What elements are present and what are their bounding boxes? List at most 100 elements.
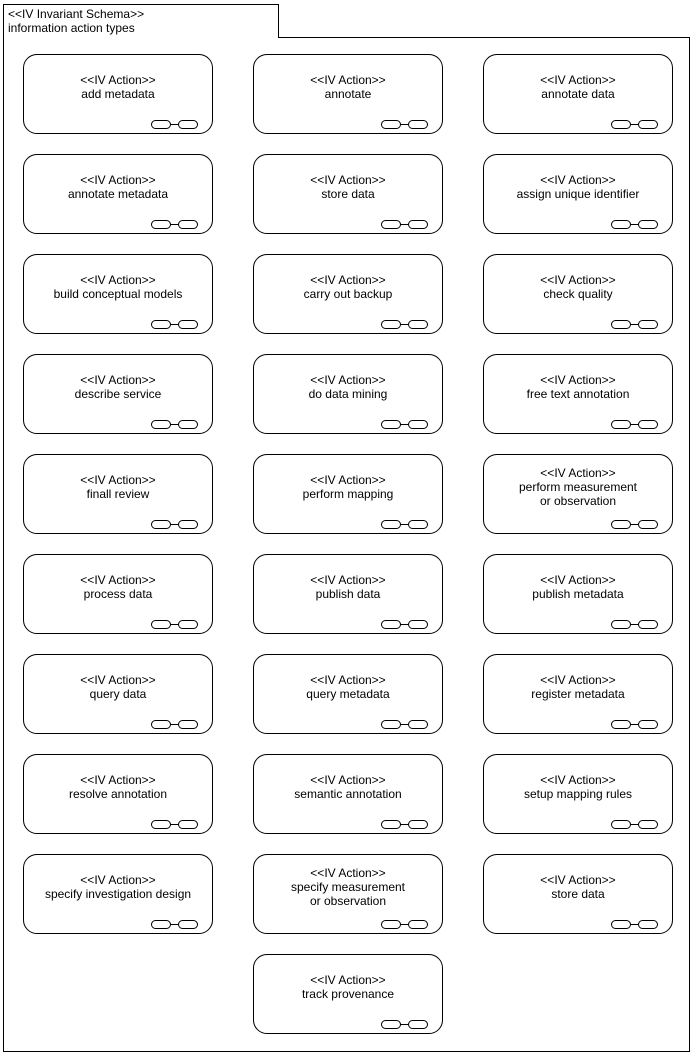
action-node[interactable]: <<IV Action>>store data: [483, 854, 673, 934]
action-node[interactable]: <<IV Action>>annotate metadata: [23, 154, 213, 234]
action-node[interactable]: <<IV Action>>assign unique identifier: [483, 154, 673, 234]
action-name: publish metadata: [532, 587, 624, 601]
action-node[interactable]: <<IV Action>>publish metadata: [483, 554, 673, 634]
action-name: query data: [89, 687, 147, 701]
action-name: query metadata: [306, 687, 390, 701]
action-node[interactable]: <<IV Action>>specify investigation desig…: [23, 854, 213, 934]
action-stereotype: <<IV Action>>: [310, 173, 386, 187]
action-name: process data: [83, 587, 153, 601]
action-name: register metadata: [531, 687, 625, 701]
action-node[interactable]: <<IV Action>>finall review: [23, 454, 213, 534]
composite-action-icon: [611, 220, 658, 229]
composite-action-icon: [381, 520, 428, 529]
action-stereotype: <<IV Action>>: [80, 873, 156, 887]
action-node[interactable]: <<IV Action>>query metadata: [253, 654, 443, 734]
action-name: store data: [321, 187, 375, 201]
composite-action-icon: [151, 520, 198, 529]
action-node[interactable]: <<IV Action>>do data mining: [253, 354, 443, 434]
composite-action-icon: [611, 820, 658, 829]
action-stereotype: <<IV Action>>: [80, 773, 156, 787]
composite-action-icon: [611, 520, 658, 529]
composite-action-icon: [151, 820, 198, 829]
action-stereotype: <<IV Action>>: [310, 673, 386, 687]
action-name: add metadata: [81, 87, 155, 101]
schema-header[interactable]: <<IV Invariant Schema>> information acti…: [3, 4, 279, 38]
action-name: semantic annotation: [294, 787, 402, 801]
action-node[interactable]: <<IV Action>>free text annotation: [483, 354, 673, 434]
action-stereotype: <<IV Action>>: [80, 73, 156, 87]
action-node[interactable]: <<IV Action>>carry out backup: [253, 254, 443, 334]
action-stereotype: <<IV Action>>: [80, 173, 156, 187]
action-name: carry out backup: [303, 287, 393, 301]
action-node[interactable]: <<IV Action>>store data: [253, 154, 443, 234]
action-stereotype: <<IV Action>>: [540, 73, 616, 87]
action-node[interactable]: <<IV Action>>setup mapping rules: [483, 754, 673, 834]
action-name: resolve annotation: [68, 787, 168, 801]
composite-action-icon: [381, 420, 428, 429]
action-stereotype: <<IV Action>>: [310, 773, 386, 787]
composite-action-icon: [611, 420, 658, 429]
composite-action-icon: [151, 920, 198, 929]
action-stereotype: <<IV Action>>: [310, 73, 386, 87]
action-name: assign unique identifier: [516, 187, 640, 201]
action-stereotype: <<IV Action>>: [80, 473, 156, 487]
action-node[interactable]: <<IV Action>>add metadata: [23, 54, 213, 134]
action-stereotype: <<IV Action>>: [310, 573, 386, 587]
action-node[interactable]: <<IV Action>>query data: [23, 654, 213, 734]
action-node[interactable]: <<IV Action>>annotate: [253, 54, 443, 134]
composite-action-icon: [381, 720, 428, 729]
composite-action-icon: [151, 320, 198, 329]
action-name: check quality: [543, 287, 613, 301]
action-name: publish data: [315, 587, 381, 601]
action-node[interactable]: <<IV Action>>perform measurement or obse…: [483, 454, 673, 534]
composite-action-icon: [151, 120, 198, 129]
action-stereotype: <<IV Action>>: [310, 866, 386, 880]
action-node[interactable]: <<IV Action>>describe service: [23, 354, 213, 434]
action-stereotype: <<IV Action>>: [310, 373, 386, 387]
action-node[interactable]: <<IV Action>>resolve annotation: [23, 754, 213, 834]
action-stereotype: <<IV Action>>: [80, 673, 156, 687]
action-stereotype: <<IV Action>>: [80, 573, 156, 587]
action-node[interactable]: <<IV Action>>build conceptual models: [23, 254, 213, 334]
composite-action-icon: [611, 620, 658, 629]
action-name: specify investigation design: [44, 887, 192, 901]
action-node[interactable]: <<IV Action>>specify measurement or obse…: [253, 854, 443, 934]
action-node[interactable]: <<IV Action>>perform mapping: [253, 454, 443, 534]
schema-name: information action types: [8, 21, 135, 35]
composite-action-icon: [381, 320, 428, 329]
composite-action-icon: [611, 920, 658, 929]
action-stereotype: <<IV Action>>: [540, 373, 616, 387]
action-stereotype: <<IV Action>>: [310, 273, 386, 287]
action-node[interactable]: <<IV Action>>publish data: [253, 554, 443, 634]
action-name: store data: [551, 887, 605, 901]
action-name: perform mapping: [302, 487, 394, 501]
action-name: setup mapping rules: [523, 787, 633, 801]
action-name: track provenance: [301, 987, 395, 1001]
action-node[interactable]: <<IV Action>>track provenance: [253, 954, 443, 1034]
action-node[interactable]: <<IV Action>>process data: [23, 554, 213, 634]
action-stereotype: <<IV Action>>: [80, 273, 156, 287]
composite-action-icon: [151, 720, 198, 729]
action-stereotype: <<IV Action>>: [540, 273, 616, 287]
action-node[interactable]: <<IV Action>>check quality: [483, 254, 673, 334]
schema-stereotype: <<IV Invariant Schema>>: [8, 7, 145, 21]
composite-action-icon: [151, 220, 198, 229]
action-stereotype: <<IV Action>>: [540, 773, 616, 787]
composite-action-icon: [381, 820, 428, 829]
action-node[interactable]: <<IV Action>>semantic annotation: [253, 754, 443, 834]
action-stereotype: <<IV Action>>: [540, 673, 616, 687]
action-name: describe service: [74, 387, 162, 401]
composite-action-icon: [611, 720, 658, 729]
composite-action-icon: [151, 420, 198, 429]
composite-action-icon: [151, 620, 198, 629]
action-name: free text annotation: [526, 387, 630, 401]
action-stereotype: <<IV Action>>: [540, 873, 616, 887]
action-name: perform measurement or observation: [518, 480, 638, 508]
action-node[interactable]: <<IV Action>>annotate data: [483, 54, 673, 134]
action-node[interactable]: <<IV Action>>register metadata: [483, 654, 673, 734]
action-stereotype: <<IV Action>>: [310, 473, 386, 487]
action-name: build conceptual models: [53, 287, 183, 301]
action-name: do data mining: [308, 387, 388, 401]
composite-action-icon: [381, 620, 428, 629]
action-stereotype: <<IV Action>>: [80, 373, 156, 387]
